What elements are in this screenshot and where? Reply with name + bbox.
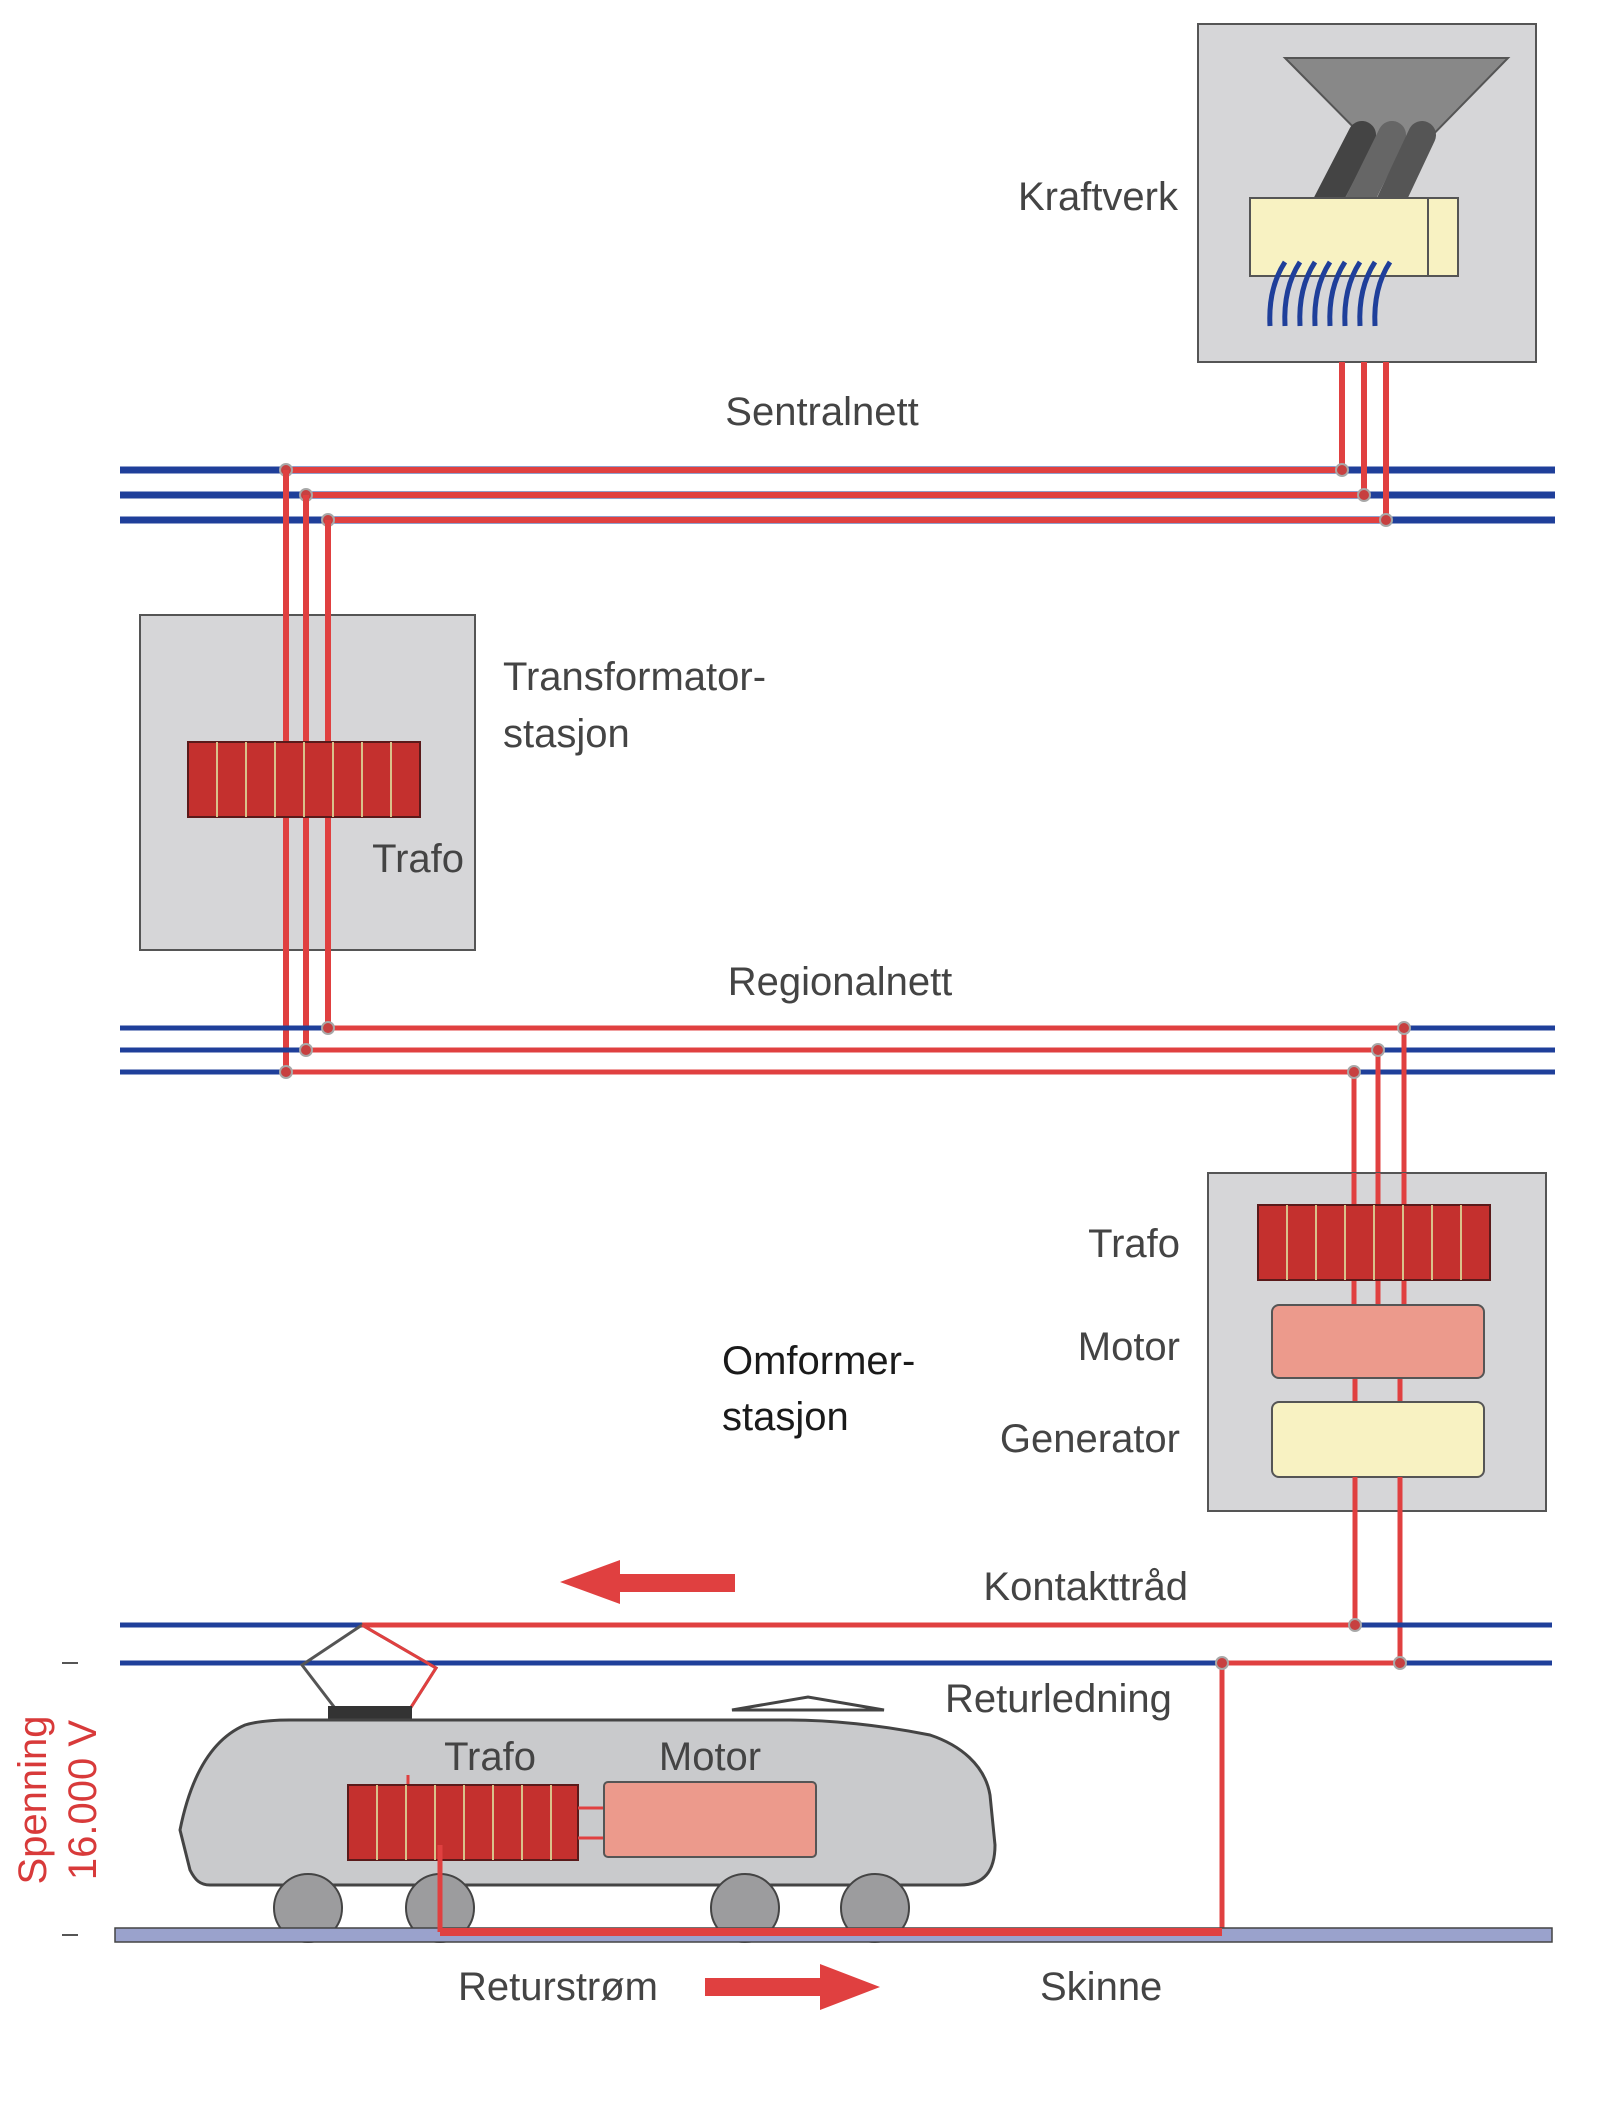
locomotive: Trafo Motor: [178, 1623, 997, 1943]
regional-grid-current-lines: [286, 1025, 1407, 1205]
contact-wire-label: Kontakttråd: [983, 1565, 1188, 1609]
locomotive-motor-block: [603, 1781, 817, 1858]
rail-label: Skinne: [1040, 1965, 1162, 2009]
current-direction-left-arrow-icon: [560, 1560, 735, 1604]
return-current-label: Returstrøm: [458, 1965, 658, 2009]
power-plant: Kraftverk: [1018, 23, 1537, 363]
central-grid: Sentralnett: [120, 362, 1555, 527]
converter-motor-label: Motor: [1078, 1325, 1180, 1369]
transformer-station: Trafo Transformator- stasjon: [139, 470, 766, 1072]
rail-system: Returstrøm Skinne: [114, 1845, 1553, 2010]
converter-motor-block: [1271, 1304, 1485, 1379]
transformer-station-label-line2: stasjon: [503, 712, 630, 756]
converter-trafo-block: [1257, 1204, 1491, 1281]
central-grid-label: Sentralnett: [725, 390, 918, 434]
converter-internal-lines: [1351, 1173, 1407, 1402]
transformer-station-label-line1: Transformator-: [503, 655, 766, 699]
generator-block: [1249, 197, 1429, 277]
locomotive-motor-label: Motor: [659, 1735, 761, 1779]
central-grid-current-lines: [286, 362, 1389, 523]
locomotive-trafo-label: Trafo: [444, 1735, 536, 1779]
converter-station: Trafo Motor Generator Omformer- stasjon: [722, 1172, 1547, 1512]
transformer-trafo-label: Trafo: [372, 837, 464, 881]
regional-grid-junctions: [279, 1021, 1411, 1079]
return-line-label: Returledning: [945, 1677, 1172, 1721]
converter-station-label-line1: Omformer-: [722, 1339, 915, 1383]
converter-generator-block: [1271, 1401, 1485, 1478]
converter-output-lines: [1352, 1477, 1403, 1663]
converter-station-label-line2: stasjon: [722, 1395, 849, 1439]
transformer-trafo-block: [187, 741, 421, 818]
return-current-right-arrow-icon: [705, 1964, 880, 2010]
converter-trafo-label: Trafo: [1088, 1222, 1180, 1266]
regional-grid-label: Regionalnett: [728, 960, 953, 1004]
contact-system: Kontakttråd Returledning: [120, 1477, 1552, 1942]
voltage-label-line1: Spenning: [11, 1715, 55, 1884]
voltage-annotation: Spenning 16.000 V: [11, 1662, 105, 1936]
locomotive-trafo-block: [347, 1784, 579, 1861]
power-plant-label: Kraftverk: [1018, 175, 1179, 219]
trafo-motor-link: [578, 1806, 604, 1840]
locomotive-wheels: [273, 1873, 910, 1943]
generator-end-block: [1427, 197, 1459, 277]
roof-equipment-icon: [731, 1695, 885, 1712]
water-outflow-icon: [1267, 260, 1393, 327]
contact-system-junctions: [1215, 1618, 1407, 1942]
locomotive-body: [178, 1718, 997, 1887]
voltage-label-line2: 16.000 V: [61, 1720, 105, 1880]
converter-generator-label: Generator: [1000, 1417, 1180, 1461]
regional-grid: Regionalnett: [120, 960, 1555, 1205]
